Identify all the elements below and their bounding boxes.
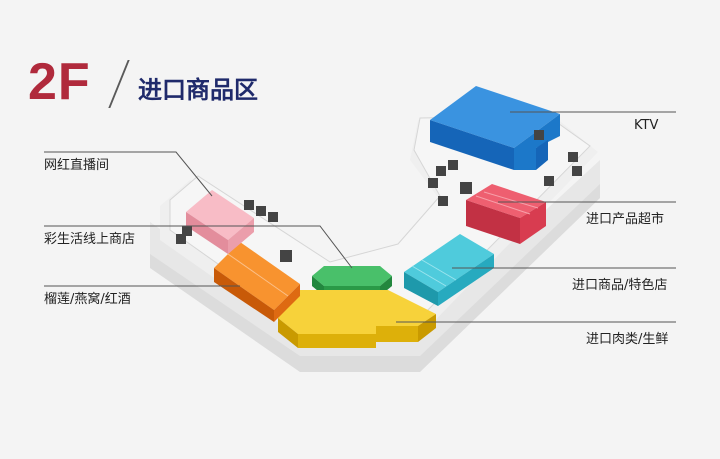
label-imported-meat: 进口肉类/生鲜: [586, 332, 669, 347]
meat-block[interactable]: [278, 290, 436, 348]
specialty-block[interactable]: [404, 234, 494, 306]
leader-lines: [44, 111, 676, 323]
label-durian-wine: 榴莲/燕窝/红酒: [44, 292, 131, 307]
facility-icons: [176, 130, 582, 262]
supermarket-block[interactable]: [466, 184, 546, 244]
label-imported-supermarket: 进口产品超市: [586, 212, 665, 227]
floor-label: 2F: [28, 53, 91, 111]
label-ktv: KTV: [634, 118, 659, 133]
ktv-block[interactable]: [430, 86, 560, 170]
label-lottery-shop: 彩生活线上商店: [44, 232, 136, 247]
durian-block[interactable]: [214, 242, 300, 322]
live-room-block[interactable]: [186, 190, 254, 254]
zone-title: 进口商品区: [138, 76, 258, 104]
label-live-room: 网红直播间: [44, 158, 110, 173]
label-imported-specialty: 进口商品/特色店: [572, 278, 668, 293]
